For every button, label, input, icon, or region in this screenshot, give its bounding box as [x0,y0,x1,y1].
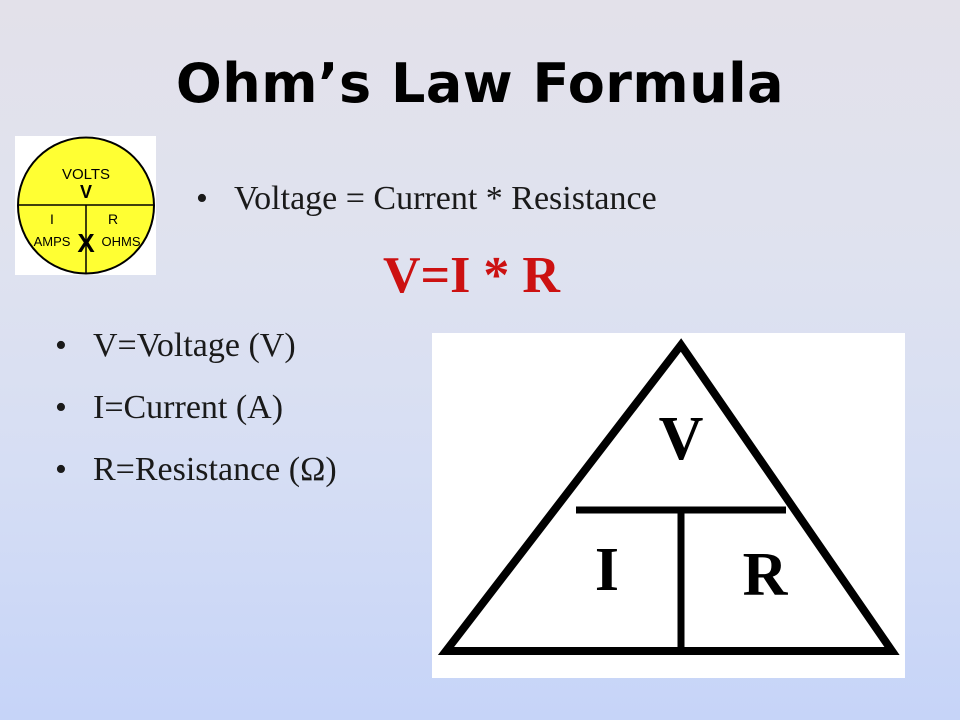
bullet-dot: • [55,389,67,426]
circle-volts-label: VOLTS [62,166,110,183]
voltage-equation-text: Voltage = Current * Resistance [234,180,657,217]
ohms-law-circle-diagram: VOLTS V I R AMPS OHMS X [15,136,156,275]
ohms-law-formula: V=I * R [383,247,560,304]
triangle-outline [437,338,900,655]
bullet-definition-current: • I=Current (A) [55,389,283,427]
bullet-definition-voltage: • V=Voltage (V) [55,327,296,365]
bullet-dot: • [196,180,208,217]
bullet-dot: • [55,451,67,488]
triangle-i-label: I [595,536,619,604]
circle-r-label: R [108,211,118,227]
definition-current-text: I=Current (A) [93,389,284,426]
circle-ohms-label: OHMS [102,234,141,249]
ohms-law-triangle-diagram: V I R [432,333,905,678]
circle-multiply-mark: X [77,228,95,258]
circle-i-label: I [50,211,54,227]
circle-amps-label: AMPS [34,234,71,249]
circle-v-label: V [80,182,92,202]
page-title: Ohm’s Law Formula [175,52,785,115]
bullet-voltage-equation: • Voltage = Current * Resistance [196,180,657,218]
triangle-v-label: V [659,405,704,473]
definition-voltage-text: V=Voltage (V) [93,327,296,364]
triangle-r-label: R [743,541,789,609]
definition-resistance-text: R=Resistance (Ω) [93,451,337,488]
bullet-definition-resistance: • R=Resistance (Ω) [55,451,337,489]
bullet-dot: • [55,327,67,364]
